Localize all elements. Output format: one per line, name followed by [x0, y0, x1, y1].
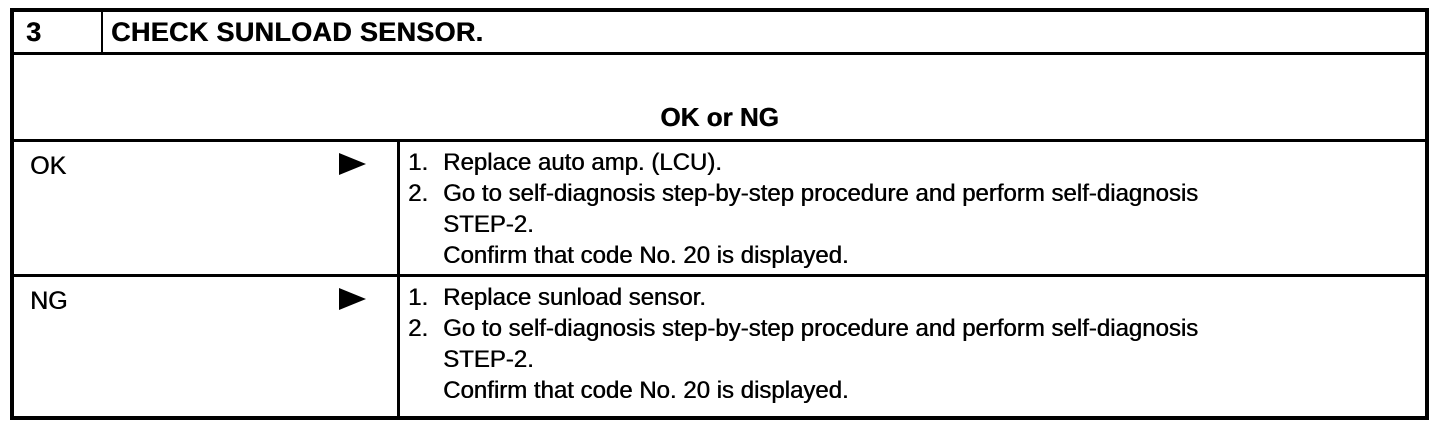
step-number-cell: 3	[14, 12, 103, 52]
result-row-ng: NG 1. Replace sunload sensor. 2. Go to s…	[14, 277, 1425, 416]
action-text-continuation: Confirm that code No. 20 is displayed.	[408, 375, 1419, 406]
action-text-continuation: STEP-2.	[408, 344, 1419, 375]
action-item: 1. Replace auto amp. (LCU).	[408, 147, 1419, 178]
action-text: STEP-2.	[443, 211, 534, 238]
arrow-right-icon	[339, 153, 366, 175]
result-label-ng: NG	[30, 287, 68, 315]
arrow-right-icon	[339, 288, 366, 310]
table-header-row: 3 CHECK SUNLOAD SENSOR.	[14, 12, 1425, 55]
step-number: 3	[26, 16, 42, 47]
step-title-cell: CHECK SUNLOAD SENSOR.	[103, 12, 1425, 52]
action-item: 2. Go to self-diagnosis step-by-step pro…	[408, 313, 1419, 344]
result-label-ok: OK	[30, 152, 67, 180]
step-title: CHECK SUNLOAD SENSOR.	[111, 16, 484, 47]
action-text-continuation: Confirm that code No. 20 is displayed.	[408, 240, 1419, 271]
action-number: 1.	[408, 149, 429, 176]
result-actions-cell-ng: 1. Replace sunload sensor. 2. Go to self…	[400, 277, 1425, 416]
action-number: 2.	[408, 180, 429, 207]
action-text-continuation: STEP-2.	[408, 209, 1419, 240]
action-number: 2.	[408, 315, 429, 342]
result-actions-cell-ok: 1. Replace auto amp. (LCU). 2. Go to sel…	[400, 142, 1425, 274]
question-text: OK or NG	[660, 102, 779, 132]
action-text: Replace sunload sensor.	[443, 284, 706, 311]
action-text: Go to self-diagnosis step-by-step proced…	[443, 180, 1199, 207]
action-item: 1. Replace sunload sensor.	[408, 282, 1419, 313]
result-label-cell-ng: NG	[14, 277, 400, 416]
diagnostic-table: 3 CHECK SUNLOAD SENSOR. OK or NG OK 1. R…	[10, 8, 1429, 420]
action-text: Go to self-diagnosis step-by-step proced…	[443, 315, 1199, 342]
action-text: Replace auto amp. (LCU).	[443, 149, 722, 176]
result-row-ok: OK 1. Replace auto amp. (LCU). 2. Go to …	[14, 142, 1425, 277]
result-label-cell-ok: OK	[14, 142, 400, 274]
question-row: OK or NG	[14, 55, 1425, 142]
action-item: 2. Go to self-diagnosis step-by-step pro…	[408, 178, 1419, 209]
action-text: Confirm that code No. 20 is displayed.	[443, 242, 849, 269]
action-number: 1.	[408, 284, 429, 311]
action-text: STEP-2.	[443, 346, 534, 373]
action-text: Confirm that code No. 20 is displayed.	[443, 377, 849, 404]
